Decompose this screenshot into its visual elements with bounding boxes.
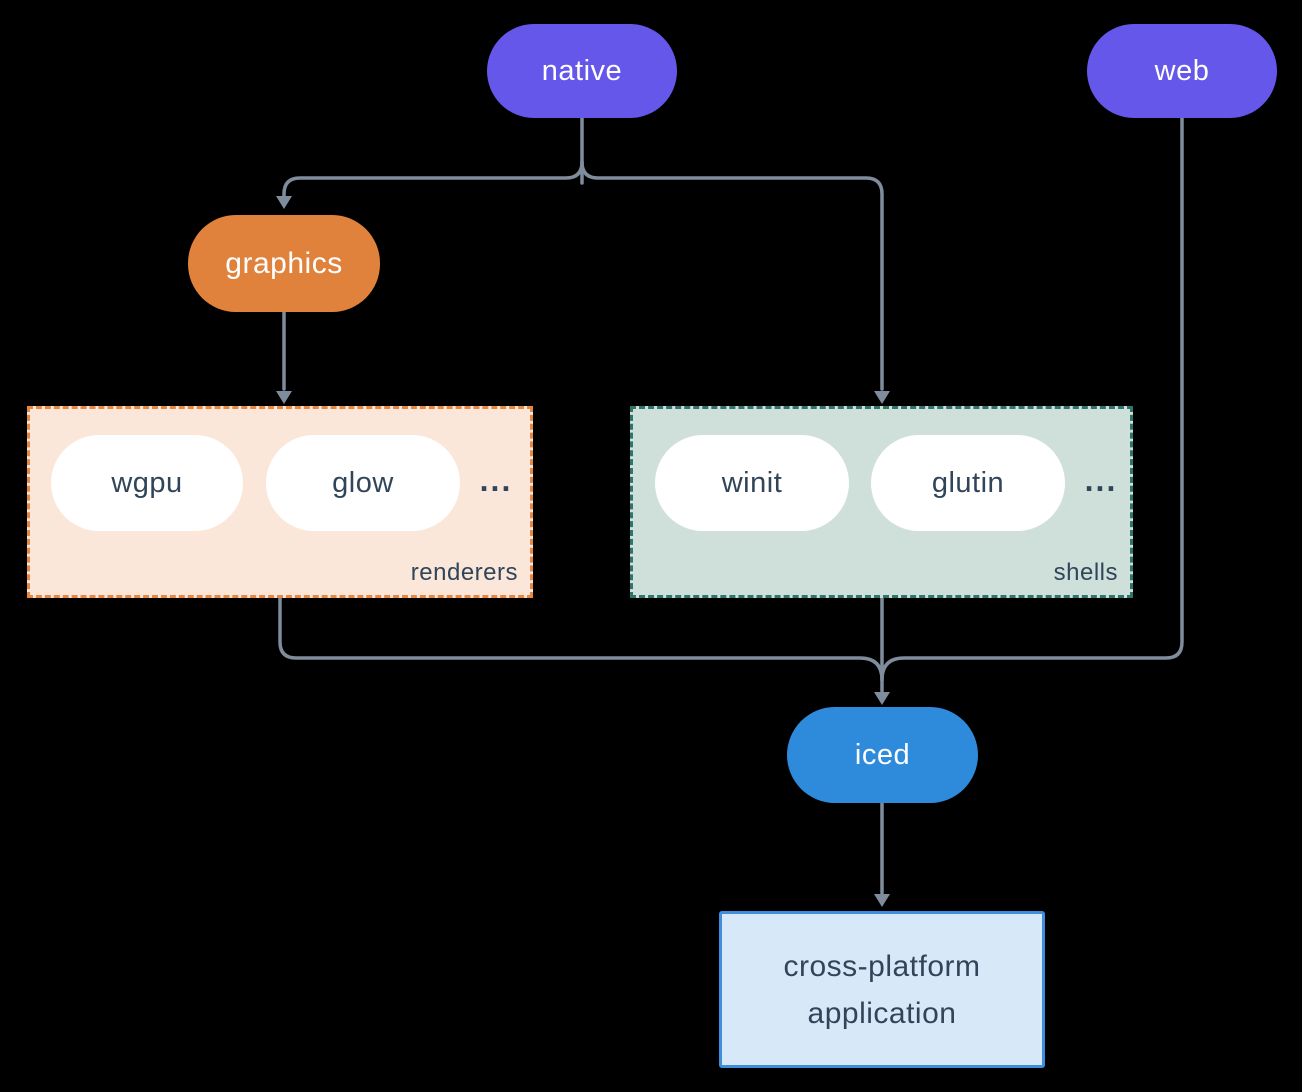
node-application-line2: application (807, 996, 957, 1030)
edge-native-graphics (282, 160, 584, 198)
node-native-label: native (541, 54, 623, 87)
arrowhead-iced (874, 692, 890, 705)
node-graphics-label: graphics (225, 246, 343, 280)
group-label-renderers: renderers (410, 559, 518, 586)
shells-item-glutin: glutin (871, 435, 1065, 531)
node-web-label: web (1154, 54, 1210, 87)
renderers-item-wgpu-label: wgpu (111, 466, 183, 499)
renderers-item-glow-label: glow (332, 466, 394, 499)
group-shells: winit glutin ... shells (630, 406, 1133, 598)
arrowhead-application (874, 894, 890, 907)
shells-item-glutin-label: glutin (931, 466, 1005, 499)
node-graphics: graphics (188, 215, 380, 312)
node-iced-label: iced (854, 738, 911, 771)
shells-ellipsis: ... (1084, 461, 1118, 498)
renderers-item-glow: glow (266, 435, 460, 531)
edge-renderers-merge (278, 596, 884, 682)
group-renderers: wgpu glow ... renderers (27, 406, 533, 598)
shells-item-winit: winit (655, 435, 849, 531)
arrowhead-shells (874, 391, 890, 404)
node-application-line1: cross-platform (783, 949, 981, 983)
node-web: web (1087, 24, 1277, 118)
group-label-shells: shells (1053, 559, 1118, 586)
edge-web-merge (880, 116, 1184, 682)
arrowhead-renderers (276, 391, 292, 404)
shells-item-winit-label: winit (721, 466, 783, 499)
renderers-ellipsis: ... (479, 461, 513, 498)
node-application: cross-platform application (719, 911, 1045, 1068)
node-iced: iced (787, 707, 978, 803)
node-native: native (487, 24, 677, 118)
arrowhead-graphics (276, 196, 292, 209)
renderers-item-wgpu: wgpu (51, 435, 243, 531)
edge-native-shells (580, 160, 884, 391)
